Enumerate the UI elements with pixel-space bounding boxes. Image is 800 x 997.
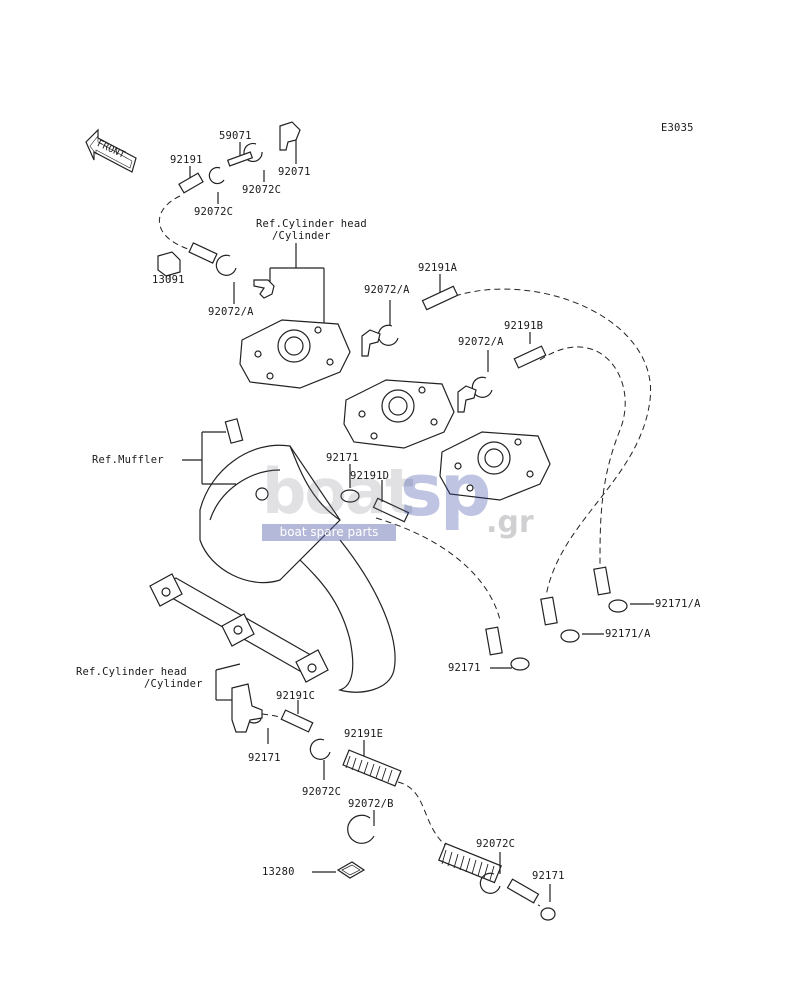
label-59071: 59071 <box>219 130 252 142</box>
label-92072c-a: 92072C <box>242 184 282 196</box>
watermark-brand-right: sp <box>400 448 491 532</box>
cylinder-head-1 <box>239 319 351 389</box>
label-92191c: 92191C <box>276 690 316 702</box>
label-92191b: 92191B <box>504 320 544 332</box>
label-92072b: 92072/B <box>348 798 394 810</box>
ref-cylinder-head-1b: /Cylinder <box>272 230 331 242</box>
ref-cylinder-head-2: Ref.Cylinder head <box>76 666 187 678</box>
label-92191a: 92191A <box>418 262 458 274</box>
ref-muffler: Ref.Muffler <box>92 454 164 466</box>
label-13280: 13280 <box>262 866 295 878</box>
front-arrow-icon <box>85 128 137 173</box>
label-92191d: 92191D <box>350 470 390 482</box>
corrugated-hose-2 <box>438 842 502 884</box>
label-92171-c: 92171 <box>248 752 281 764</box>
label-92072c-d: 92072C <box>476 838 516 850</box>
watermark-tagline: boat spare parts <box>262 524 396 541</box>
label-13091: 13091 <box>152 274 185 286</box>
label-92171-a: 92171 <box>326 452 359 464</box>
label-92072a-c: 92072/A <box>458 336 504 348</box>
label-92072a-a: 92072/A <box>208 306 254 318</box>
exhaust-manifold <box>149 573 329 683</box>
label-92171a-a: 92171/A <box>655 598 701 610</box>
corrugated-hose-1 <box>342 749 402 787</box>
ref-cylinder-head-1: Ref.Cylinder head <box>256 218 367 230</box>
label-92171a-b: 92171/A <box>605 628 651 640</box>
label-92072c-c: 92072C <box>302 786 342 798</box>
watermark-brand-left: boat <box>262 455 414 528</box>
cylinder-head-2 <box>343 379 455 449</box>
label-92071: 92071 <box>278 166 311 178</box>
ref-cylinder-head-2b: /Cylinder <box>144 678 203 690</box>
muffler <box>199 418 396 693</box>
label-92171-b: 92171 <box>448 662 481 674</box>
watermark-domain: .gr <box>486 505 534 540</box>
cylinder-head-3 <box>439 431 551 501</box>
diagram-code: E3035 <box>661 122 694 134</box>
label-92072c-b: 92072C <box>194 206 234 218</box>
label-92171-d: 92171 <box>532 870 565 882</box>
label-92072a-b: 92072/A <box>364 284 410 296</box>
label-92191e: 92191E <box>344 728 384 740</box>
label-92191: 92191 <box>170 154 203 166</box>
